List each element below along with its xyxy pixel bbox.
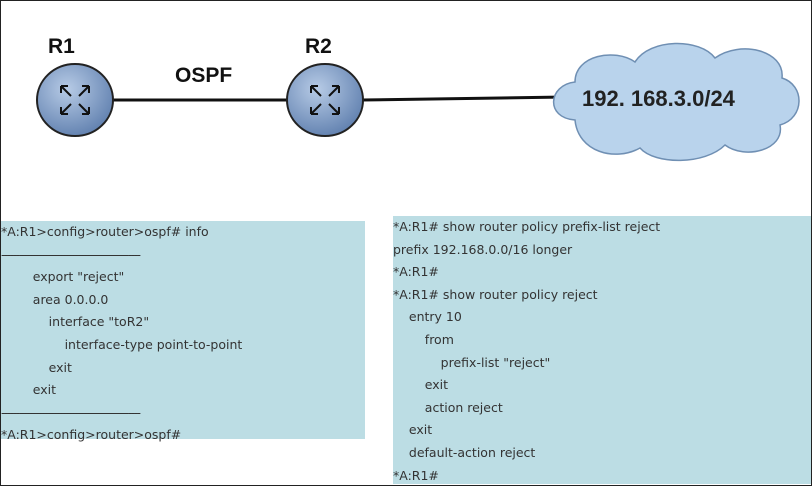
config-line: ----------------------------------------…: [1, 404, 141, 420]
config-line: interface "toR2": [1, 314, 150, 330]
config-line: *A:R1>config>router>ospf# info: [1, 224, 209, 239]
policy-line: from: [393, 331, 454, 347]
link-r2-network: [361, 95, 566, 102]
policy-line: action reject: [393, 399, 503, 415]
network-label: 192. 168.3.0/24: [582, 86, 735, 111]
ospf-config-panel: *A:R1>config>router>ospf# info ---------…: [1, 221, 365, 442]
policy-line: exit: [393, 422, 433, 438]
router-r2-icon: [286, 63, 364, 137]
config-line: interface-type point-to-point: [1, 336, 243, 352]
config-line: export "reject": [1, 269, 125, 285]
config-line: exit: [1, 359, 72, 375]
policy-line: *A:R1# show router policy prefix-list re…: [393, 219, 661, 234]
policy-line: *A:R1# show router policy reject: [393, 286, 598, 302]
policy-line: prefix 192.168.0.0/16 longer: [393, 241, 573, 257]
config-line: area 0.0.0.0: [1, 291, 109, 307]
policy-line: *A:R1#: [393, 264, 439, 280]
policy-line: entry 10: [393, 309, 462, 325]
policy-line: exit: [393, 377, 449, 393]
config-line: exit: [1, 382, 57, 398]
network-topology: [36, 42, 800, 162]
r2-label: R2: [305, 35, 332, 58]
cloud-icon: [552, 42, 800, 162]
ospf-link-label: OSPF: [175, 64, 233, 87]
policy-line: prefix-list "reject": [393, 354, 551, 370]
r1-label: R1: [48, 35, 75, 58]
router-r1-icon: [36, 63, 114, 137]
policy-line: default-action reject: [393, 444, 536, 460]
config-line: ----------------------------------------…: [1, 246, 141, 262]
policy-line: *A:R1#: [393, 467, 439, 483]
policy-output-panel: *A:R1# show router policy prefix-list re…: [393, 216, 811, 484]
config-line: *A:R1>config>router>ospf#: [1, 427, 182, 443]
